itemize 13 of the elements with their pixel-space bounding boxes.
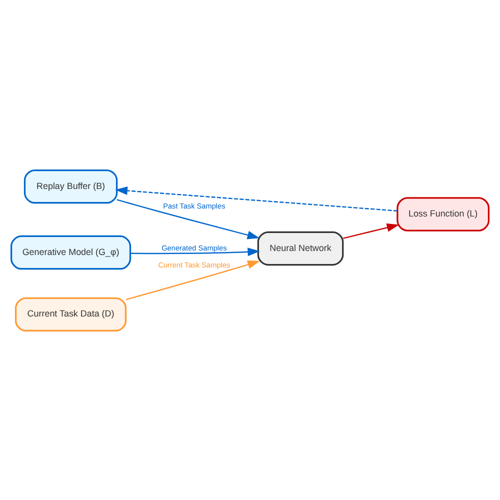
node-box: Generative Model (G_φ) (10, 234, 132, 270)
arrow (130, 247, 260, 256)
edge-label: Current Task Samples (158, 260, 230, 269)
edge-label: Past Task Samples (163, 201, 226, 210)
arrow (343, 222, 400, 238)
node-box: Loss Function (L) (396, 196, 490, 231)
arrow (116, 198, 260, 239)
node-box: Current Task Data (D) (14, 296, 127, 332)
edge-label: Generated Samples (162, 242, 227, 252)
arrow (126, 260, 260, 300)
arrow (115, 186, 398, 211)
node-box: Replay Buffer (B) (24, 168, 118, 204)
node-box: Neural Network (257, 230, 344, 266)
